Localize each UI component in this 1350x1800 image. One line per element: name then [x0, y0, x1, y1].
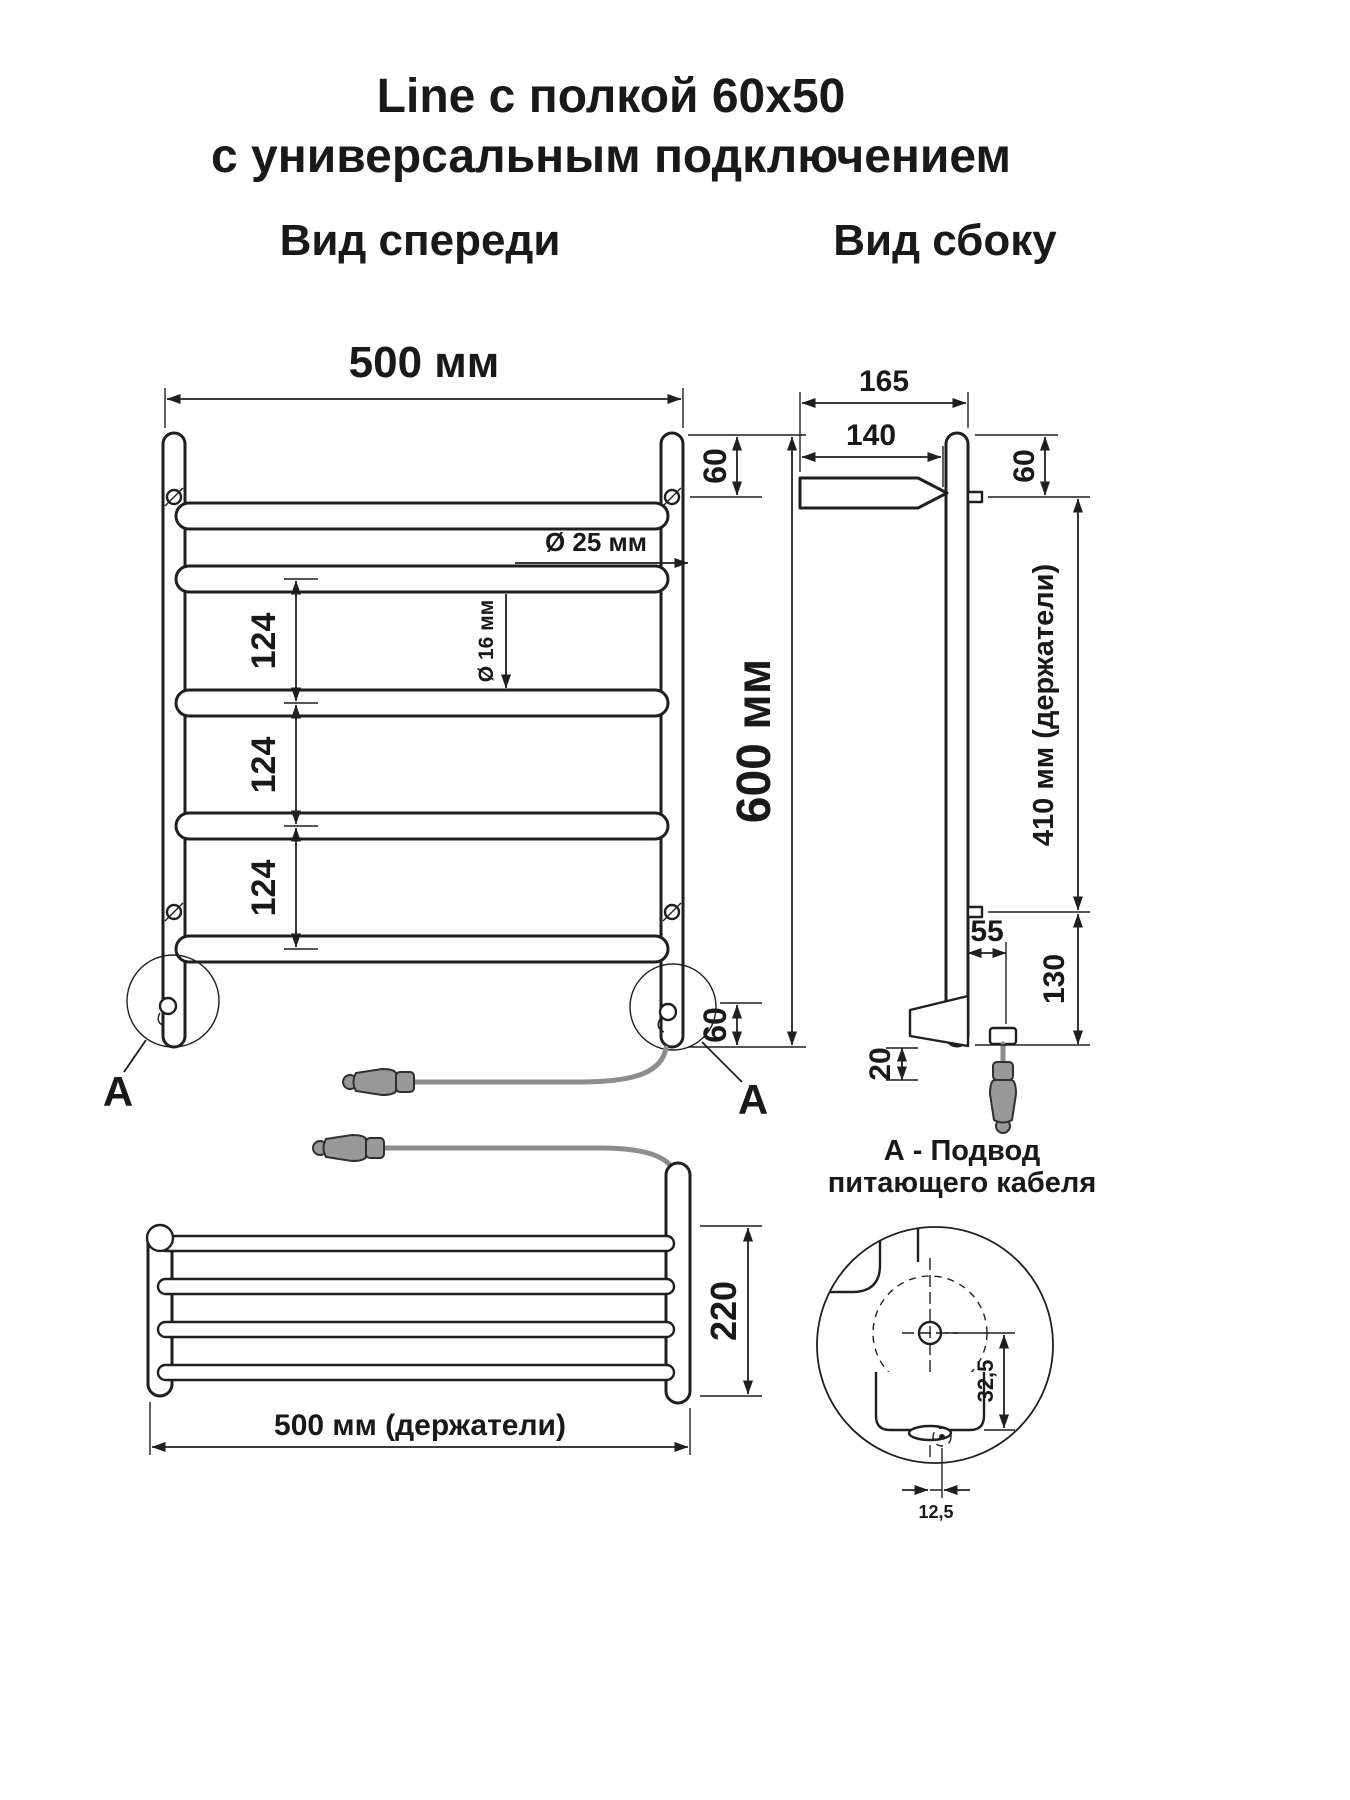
- detail-corner-line: [830, 1241, 882, 1294]
- bracket-cup-outline: [874, 1372, 986, 1432]
- side-foot-bracket: [908, 994, 970, 1048]
- dia16-value: Ø 16 мм: [475, 600, 498, 682]
- front-rung-3: [174, 688, 670, 718]
- front-rung-2: [174, 564, 670, 594]
- callout-letter-right: А: [738, 1076, 768, 1123]
- dia25-value: Ø 25 мм: [545, 527, 647, 557]
- dim-height-value: 600 мм: [728, 659, 781, 823]
- detail-dimensions: 32,5 12,5: [902, 1332, 1015, 1522]
- side-dimensions: 165 140 60 410 мм (держатели) 55 130 20: [799, 365, 1090, 1081]
- detail-circle: [816, 1226, 1054, 1464]
- cable-gland-icon: [158, 996, 178, 1016]
- callout-circle-left: [126, 954, 220, 1048]
- power-cables: [312, 1045, 681, 1195]
- detail-caption-line1: А - Подвод: [884, 1135, 1040, 1167]
- dim-gap3-value: 124: [245, 860, 283, 917]
- dim-hole-offset-value: 12,5: [918, 1502, 953, 1522]
- side-frame: [798, 431, 1018, 1134]
- cable-hole-center: [939, 1434, 945, 1440]
- dim-center-offset-value: 32,5: [973, 1360, 998, 1403]
- shelf-rail-4: [156, 1363, 676, 1382]
- side-post: [944, 431, 970, 1048]
- wall-pin-bottom: [966, 905, 984, 919]
- front-rung-1: [174, 501, 670, 531]
- dim-side-top-value: 60: [1008, 449, 1041, 482]
- side-view-label: Вид сбоку: [833, 216, 1057, 265]
- side-view: 165 140 60 410 мм (держатели) 55 130 20: [798, 365, 1090, 1134]
- shelf-frame: [145, 1161, 692, 1405]
- detail-caption-line2: питающего кабеля: [828, 1167, 1097, 1199]
- shelf-dimensions: 220 500 мм (держатели): [149, 1225, 762, 1455]
- power-plug-icon: [989, 1061, 1017, 1134]
- gland-tails: [157, 1012, 665, 1033]
- front-view-label: Вид спереди: [280, 216, 561, 265]
- dim-outlet-value: 55: [970, 915, 1003, 948]
- front-dimensions: 500 мм 124 124 124 Ø 25 мм Ø 16 мм 60 60…: [164, 338, 806, 1048]
- callout-circle-right: [629, 963, 717, 1051]
- bracket-slashes: [164, 487, 682, 922]
- side-shelf-arm: [798, 476, 949, 510]
- shelf-extension-lines: [149, 1225, 762, 1455]
- page-title-line2: с универсальным подключением: [211, 130, 1011, 183]
- dim-depth-value: 165: [859, 365, 909, 398]
- front-extension-lines: [164, 388, 806, 1048]
- callout-leader-right: [701, 1041, 743, 1083]
- shelf-view: 220 500 мм (держатели): [145, 1161, 762, 1455]
- callout-letter-left: А: [103, 1068, 133, 1115]
- dim-top-offset-value: 60: [697, 448, 733, 484]
- dim-bottom-span-value: 130: [1038, 954, 1071, 1004]
- front-rung-4: [174, 811, 670, 841]
- dim-holders-value: 410 мм (держатели): [1028, 564, 1060, 846]
- dim-foot-value: 20: [864, 1047, 897, 1080]
- power-plug-icon: [312, 1134, 385, 1162]
- power-cable-1: [411, 1045, 669, 1085]
- front-rung-5: [174, 934, 670, 964]
- shelf-rail-3: [156, 1320, 676, 1339]
- cable-gland-icon: [658, 1002, 678, 1022]
- detail-a: А - Подвод питающего кабеля 32,5 12,5: [816, 1135, 1097, 1522]
- cable-hole-dashed: [932, 1427, 952, 1447]
- front-callouts: А А: [103, 954, 768, 1123]
- callout-leader-left: [123, 1039, 147, 1073]
- dim-shelf-height-value: 220: [703, 1281, 744, 1341]
- detail-extension-lines: [930, 1332, 1015, 1498]
- wall-pin-top: [966, 490, 984, 504]
- dim-width-value: 500 мм: [349, 338, 500, 387]
- shelf-rail-1: [156, 1234, 676, 1253]
- shelf-ball-joint: [145, 1223, 175, 1253]
- dim-shelf-depth-value: 140: [846, 419, 896, 452]
- front-view: 500 мм 124 124 124 Ø 25 мм Ø 16 мм 60 60…: [103, 338, 806, 1195]
- dim-shelf-width-value: 500 мм (держатели): [274, 1409, 566, 1442]
- header: Line с полкой 60x50 с универсальным подк…: [211, 70, 1057, 265]
- power-cable-2: [381, 1145, 681, 1195]
- shelf-rail-2: [156, 1277, 676, 1296]
- page-title-line1: Line с полкой 60x50: [377, 70, 846, 123]
- front-frame: [161, 431, 685, 1049]
- dim-gap2-value: 124: [245, 737, 283, 794]
- dim-gap1-value: 124: [245, 613, 283, 670]
- power-plug-icon: [342, 1068, 415, 1096]
